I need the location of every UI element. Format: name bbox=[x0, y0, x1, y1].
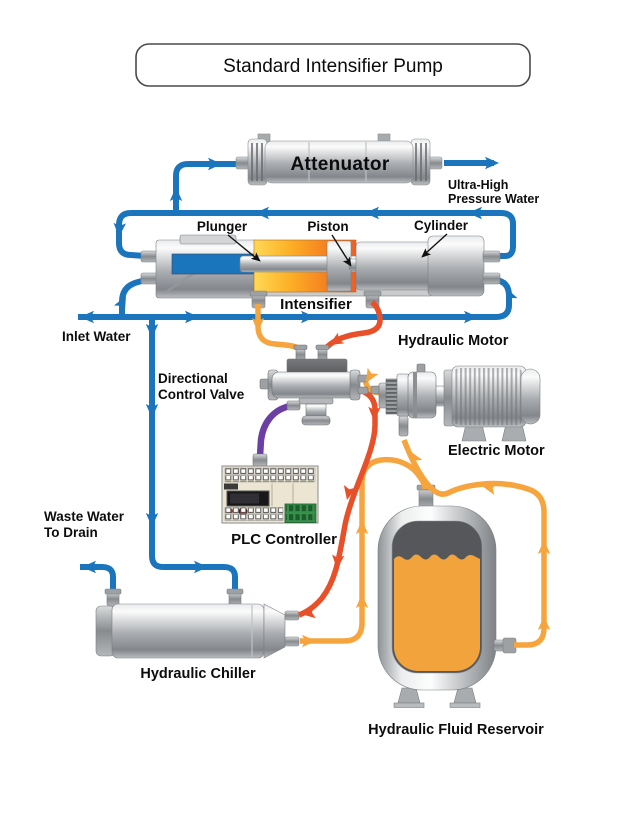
pipe-top-return bbox=[116, 210, 516, 259]
title-box: Standard Intensifier Pump bbox=[135, 43, 531, 87]
reservoir-foot bbox=[453, 687, 477, 704]
attenuator: Attenuator bbox=[235, 133, 443, 186]
hydraulic-chiller-label: Hydraulic Chiller bbox=[140, 666, 256, 682]
reservoir-foot bbox=[397, 687, 421, 704]
directional-control-valve-label-line1: Directional bbox=[158, 371, 228, 386]
dcv-right-port-bottom bbox=[357, 386, 369, 395]
pump-flange bbox=[396, 373, 410, 417]
intensifier-assembly bbox=[140, 234, 501, 309]
intensifier-right-nipple-bottom bbox=[482, 272, 501, 285]
piston-part bbox=[326, 240, 352, 292]
labels: Ultra-High Pressure Water Plunger Piston… bbox=[44, 178, 545, 738]
motor-rear-cap bbox=[520, 368, 541, 425]
piston-label: Piston bbox=[307, 219, 348, 234]
reservoir-fluid bbox=[394, 554, 480, 671]
dcv-body bbox=[271, 371, 359, 399]
dcv-bottom-cap bbox=[301, 415, 331, 426]
electric-motor-label: Electric Motor bbox=[448, 443, 545, 459]
label-pointers bbox=[227, 233, 448, 269]
cylinder-label: Cylinder bbox=[414, 218, 469, 233]
ultra-high-pressure-water-label-line2: Pressure Water bbox=[448, 192, 539, 206]
attenuator-label: Attenuator bbox=[290, 154, 389, 175]
pump-top-nipple bbox=[416, 363, 426, 374]
intensifier-left-nipple-top bbox=[140, 250, 159, 263]
chiller-right-cone bbox=[263, 603, 286, 659]
plc-controller bbox=[221, 402, 319, 524]
plc-top-connector bbox=[252, 453, 268, 467]
intensifier-label: Intensifier bbox=[280, 296, 352, 313]
hydraulic-pump bbox=[370, 363, 437, 437]
pipe-inlet-main bbox=[78, 277, 512, 320]
dcv-cable-port bbox=[286, 400, 301, 411]
plc-controller-label: PLC Controller bbox=[231, 531, 337, 548]
hydraulic-motor-label: Hydraulic Motor bbox=[398, 333, 509, 349]
plunger-pointer-line bbox=[227, 234, 257, 259]
oil-return-pipes bbox=[297, 299, 383, 618]
hydraulic-fluid-reservoir-label: Hydraulic Fluid Reservoir bbox=[368, 722, 544, 738]
chiller-port-cool-out bbox=[284, 636, 300, 647]
chiller-body bbox=[111, 603, 265, 659]
intensifier-right-end-block bbox=[427, 235, 485, 297]
pipe-dcv-to-chiller bbox=[297, 389, 378, 618]
hydraulic-fluid-reservoir bbox=[377, 484, 517, 708]
pump-bottom-stem bbox=[398, 415, 409, 437]
intensifier-right-tube bbox=[355, 241, 433, 291]
plc-terminal-row bbox=[224, 514, 284, 521]
waste-water-label-line2: To Drain bbox=[44, 525, 98, 540]
plc-terminal-row bbox=[224, 507, 284, 514]
ultra-high-pressure-water-label-line1: Ultra-High bbox=[448, 178, 508, 192]
pump-body bbox=[407, 371, 437, 419]
pipe-waste-out bbox=[80, 564, 116, 592]
waste-water-label-line1: Waste Water bbox=[44, 509, 125, 524]
directional-control-valve bbox=[259, 344, 369, 426]
water-pipe-network bbox=[78, 160, 516, 592]
pipe-down-to-chiller bbox=[149, 317, 238, 592]
piston-pointer-line bbox=[331, 234, 350, 263]
electric-motor bbox=[425, 365, 541, 442]
page-title: Standard Intensifier Pump bbox=[223, 56, 443, 77]
dcv-bottom-flange bbox=[298, 397, 334, 405]
chiller-port-hot-in bbox=[284, 610, 300, 621]
plc-terminal-row bbox=[224, 475, 316, 483]
intensifier-left-nipple-bottom bbox=[140, 272, 159, 285]
hydraulic-chiller bbox=[95, 588, 300, 659]
control-cable bbox=[256, 402, 291, 457]
pipe-attenuator-feed bbox=[173, 161, 238, 213]
attenuator-body bbox=[264, 140, 414, 184]
pipe-intensifier-to-dcv-right bbox=[325, 299, 383, 350]
dcv-right-cap bbox=[349, 369, 361, 401]
directional-control-valve-label-line2: Control Valve bbox=[158, 387, 245, 402]
cylinder-pointer-line bbox=[425, 233, 448, 254]
plunger-label: Plunger bbox=[197, 219, 248, 234]
intensifier-right-nipple-top bbox=[482, 250, 501, 263]
pipe-reservoir-to-pump bbox=[401, 439, 547, 648]
inlet-water-label: Inlet Water bbox=[62, 329, 131, 344]
plc-terminal-row bbox=[224, 467, 316, 475]
